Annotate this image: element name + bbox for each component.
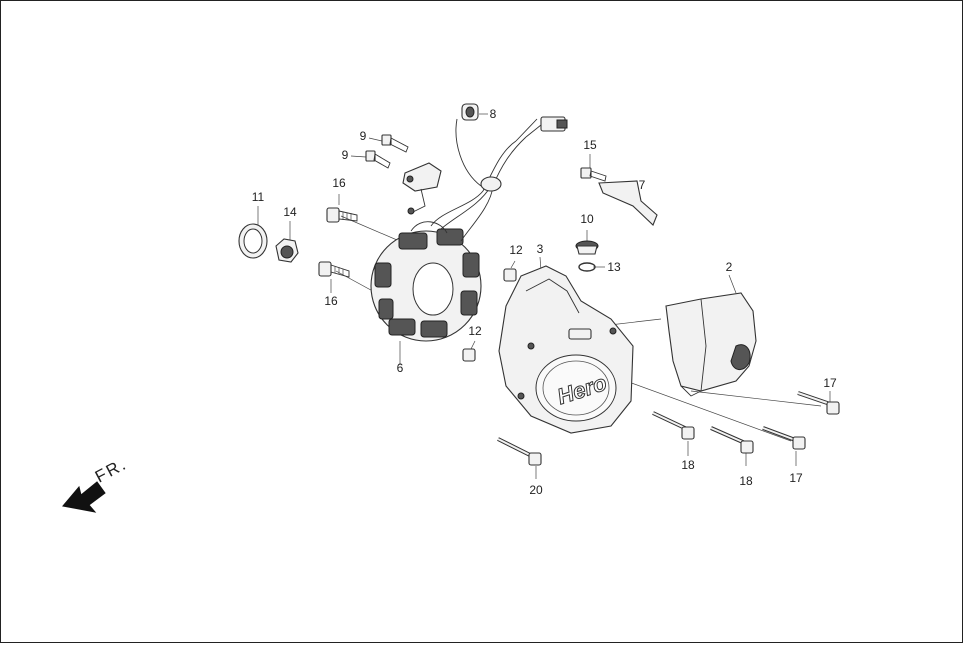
bolt-18-right [710,426,754,454]
dowel-12-upper [503,268,517,282]
stator-6 [370,221,482,342]
callout-18-right: 18 [739,474,753,488]
bolt-9-lower [365,150,391,169]
callout-9-lower: 9 [342,148,349,162]
callout-16-upper: 16 [332,176,346,190]
bolt-15 [580,167,607,182]
dowel-12-lower [462,348,476,362]
bolt-17-right [797,391,840,415]
o-ring-13 [578,262,596,272]
callout-10: 10 [580,212,594,226]
callout-16-lower: 16 [324,294,338,308]
callout-14: 14 [283,205,297,219]
callout-13: 13 [607,260,621,274]
nut-14 [275,238,299,263]
plug-10 [575,240,599,255]
washer-11 [238,223,268,259]
wire-clamp-7 [598,180,658,226]
bolt-16-lower [318,261,350,278]
wiring-harness [430,116,568,242]
callout-20: 20 [529,483,543,497]
callout-2: 2 [726,260,733,274]
callout-9-upper: 9 [360,129,367,143]
callout-15: 15 [583,138,597,152]
front-direction-arrow-icon [62,481,106,513]
callout-11: 11 [252,190,265,204]
callout-labels: 2 3 6 7 8 9 9 10 11 12 12 13 14 15 16 16… [252,107,837,497]
pickup-sensor [402,162,442,215]
callout-8: 8 [490,107,497,121]
bolt-18-left [652,411,695,440]
crankcase-cover-3: Hero [498,265,634,434]
callout-12-lower: 12 [468,324,482,338]
bolt-16-upper [326,207,358,223]
bolt-20 [497,437,542,466]
callout-3: 3 [537,242,544,256]
grommet-8 [461,103,479,121]
callout-17-right: 17 [823,376,837,390]
front-direction-label: FR. [92,454,130,486]
shroud-2 [665,292,757,397]
bolt-17-lower [762,426,806,450]
callout-18-left: 18 [681,458,695,472]
callout-17-lower: 17 [789,471,803,485]
callout-12-upper: 12 [509,243,523,257]
callout-6: 6 [397,361,404,375]
callout-7: 7 [639,178,646,192]
bolt-9-upper [381,134,409,153]
